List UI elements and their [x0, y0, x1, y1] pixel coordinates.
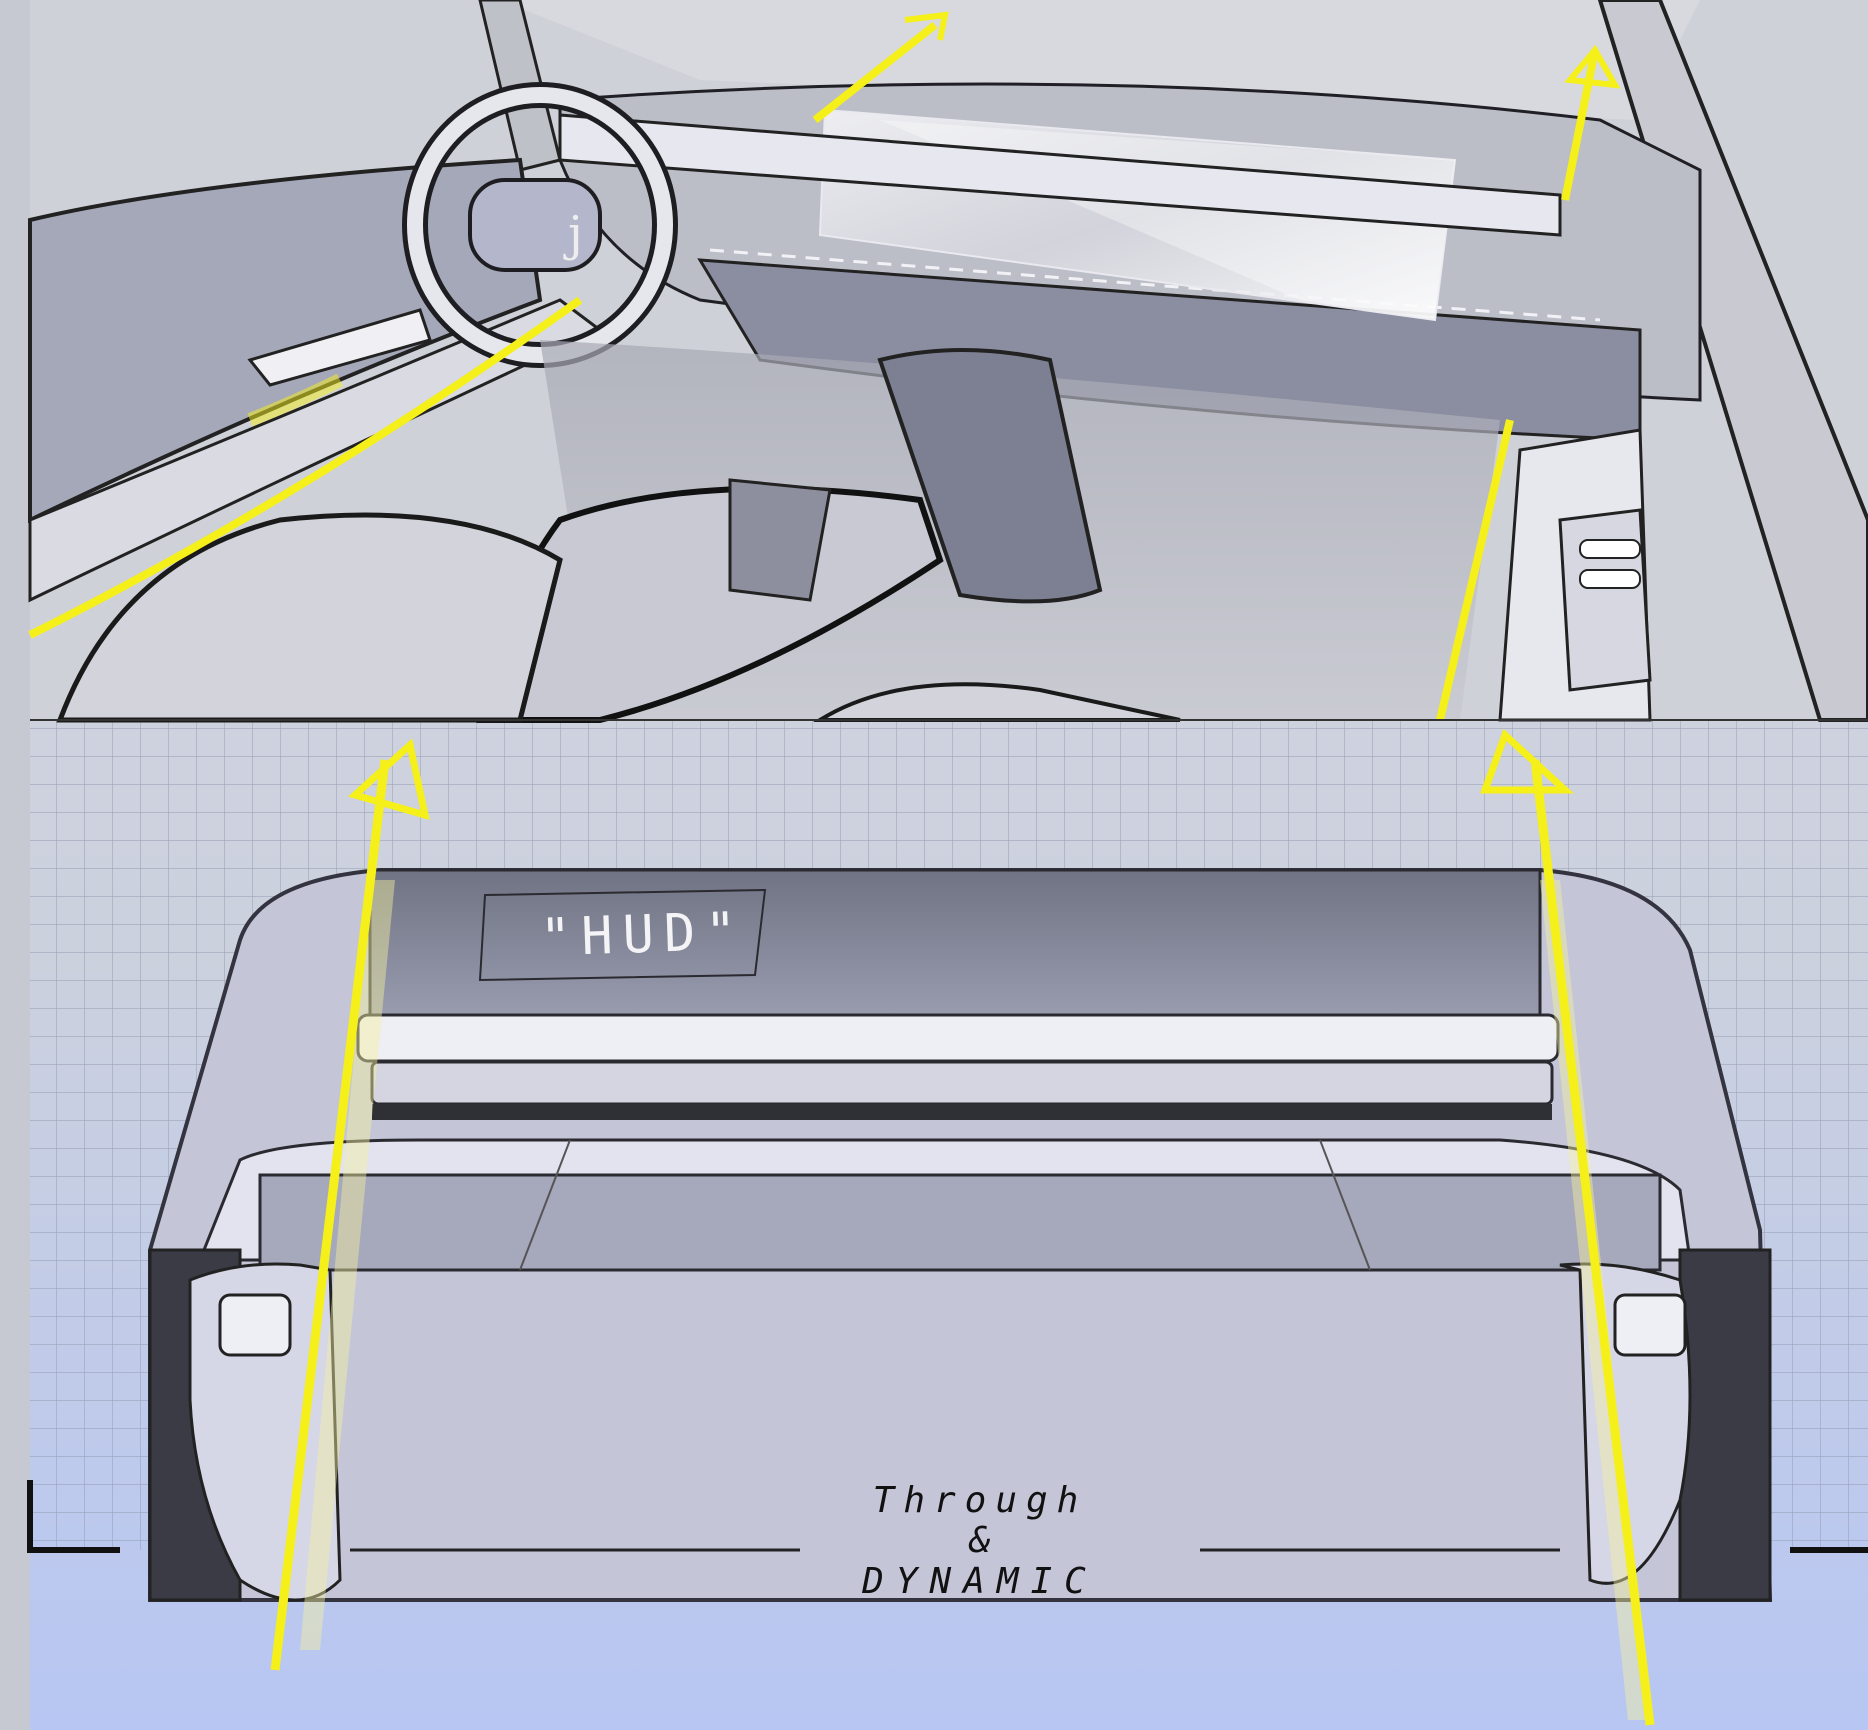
caption-line-3: DYNAMIC	[862, 1561, 1098, 1602]
caption-line-1: Through	[872, 1480, 1088, 1521]
caption-line-2: &	[969, 1520, 991, 1561]
perspective-view: j	[28, 0, 1868, 723]
front-elevation-view	[27, 728, 1868, 1726]
svg-text:j: j	[563, 206, 583, 262]
design-caption: Through & DYNAMIC	[830, 1480, 1130, 1602]
center-tunnel	[877, 348, 1103, 604]
hud-housing-bar	[356, 1013, 1560, 1063]
hud-label: "HUD"	[539, 901, 748, 969]
